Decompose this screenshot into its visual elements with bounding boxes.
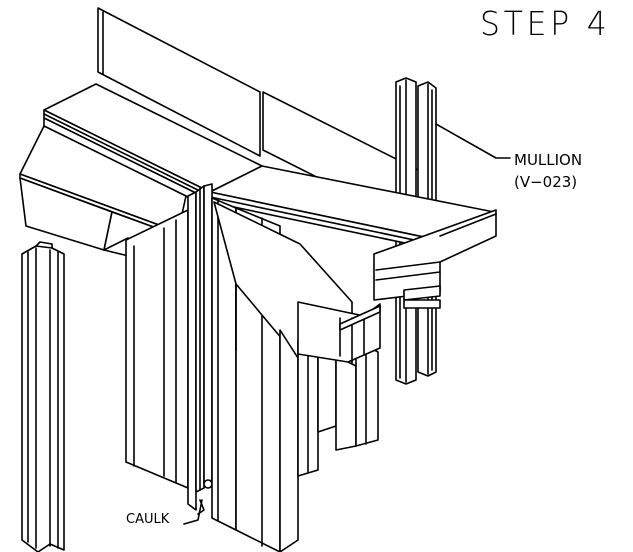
lower-frame-detail <box>297 301 381 363</box>
left-center-column <box>125 185 205 511</box>
loose-mullion-piece <box>21 241 65 552</box>
caulk-label: CAULK <box>126 512 170 527</box>
step-title: STEP 4 <box>480 4 611 43</box>
head-frame-right <box>209 165 497 309</box>
right-center-column <box>211 197 379 552</box>
mullion-part-code: (V−023) <box>514 173 578 191</box>
back-panel-left <box>97 7 261 157</box>
caulk-leader-line <box>183 499 203 525</box>
mullion-label: MULLION <box>514 151 583 169</box>
